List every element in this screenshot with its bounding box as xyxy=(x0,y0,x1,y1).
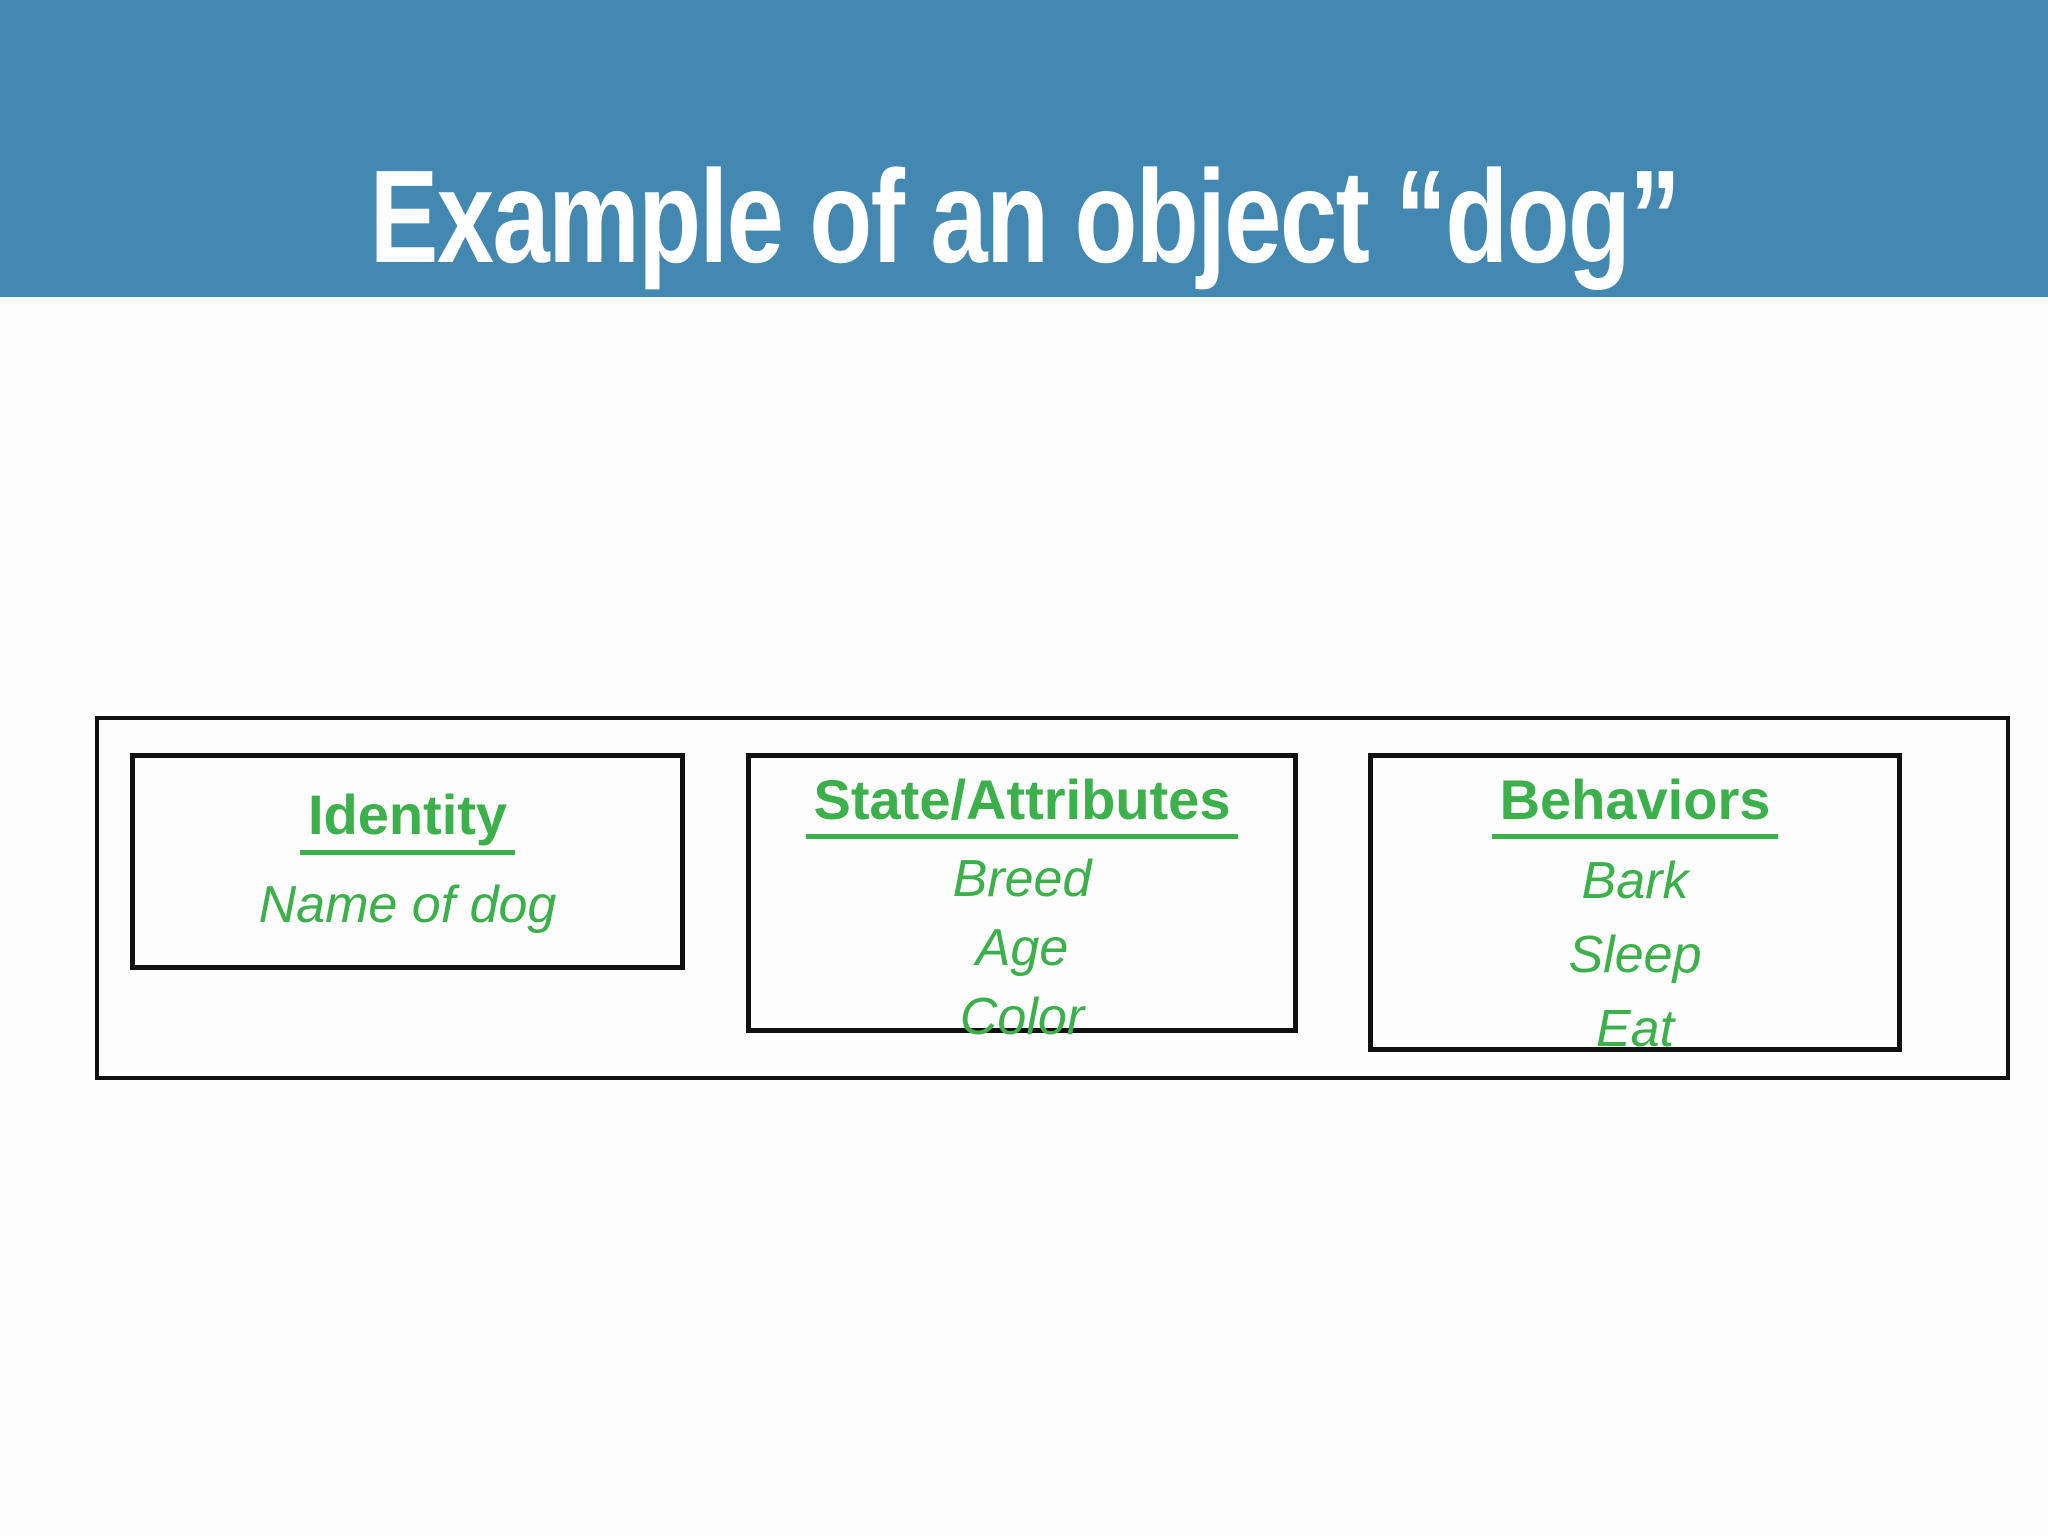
behaviors-box: Behaviors Bark Sleep Eat xyxy=(1368,753,1902,1058)
behavior-item-sleep: Sleep xyxy=(1568,926,1702,985)
behavior-item-eat: Eat xyxy=(1595,1000,1675,1059)
identity-heading: Identity xyxy=(299,783,516,855)
behaviors-heading: Behaviors xyxy=(1491,768,1779,840)
state-item-color: Color xyxy=(959,987,1085,1046)
identity-box: Identity Name of dog xyxy=(130,753,685,970)
behavior-item-bark: Bark xyxy=(1581,852,1689,911)
state-item-age: Age xyxy=(975,919,1069,978)
state-item-breed: Breed xyxy=(952,850,1092,909)
state-attributes-heading: State/Attributes xyxy=(805,768,1239,840)
state-attributes-box: State/Attributes Breed Age Color xyxy=(746,753,1298,1046)
title-bar: Example of an object “dog” xyxy=(0,0,2048,297)
identity-item-name-of-dog: Name of dog xyxy=(258,875,557,934)
slide-title: Example of an object “dog” xyxy=(369,143,1680,290)
object-diagram: Identity Name of dog State/Attributes Br… xyxy=(95,716,2010,1080)
